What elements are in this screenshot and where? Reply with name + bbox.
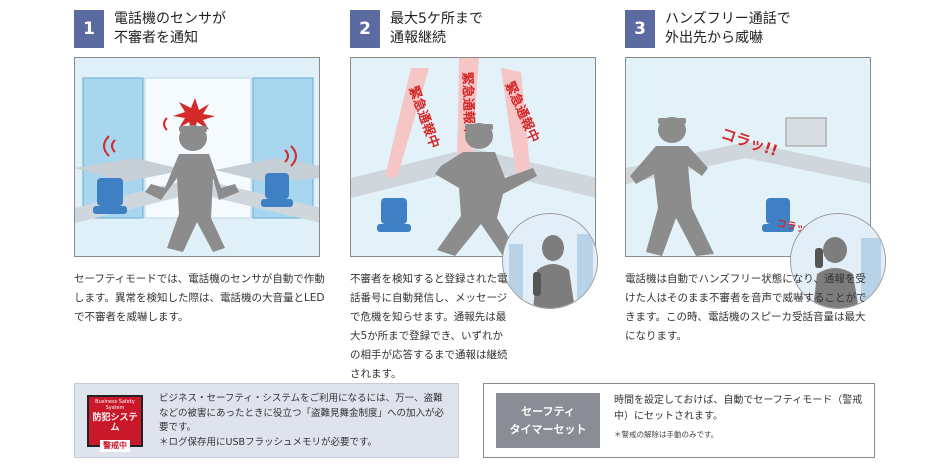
security-system-sticker: Business Safety System 防犯システム 警戒中: [87, 395, 143, 452]
step-1-description: セーフティモードでは、電話機のセンサが自動で作動します。異常を検知した際は、電話…: [74, 273, 325, 323]
office-intruder-scene: [75, 58, 319, 256]
step-3-description: 電話機は自動でハンズフリー状態になり、通報を受けた人はそのまま不審者を音声で威嚇…: [625, 273, 867, 342]
info-box: Business Safety System 防犯システム 警戒中 ビジネス・セ…: [74, 383, 459, 458]
safety-timer-set-button[interactable]: セーフティ タイマーセット: [496, 393, 600, 448]
step-2-description: 不審者を検知すると登録された電話番号に自動発信し、メッセージで危機を知らせます。…: [350, 273, 508, 380]
caller-phone-inset: [502, 213, 598, 309]
timer-text: 時間を設定しておけば、自動でセーフティモード（警戒中）にセットされます。: [614, 395, 863, 422]
timer-button-line1: セーフティ: [521, 404, 575, 418]
timer-description: 時間を設定しておけば、自動でセーフティモード（警戒中）にセットされます。 ＊警戒…: [614, 393, 864, 443]
step-3-heading: ハンズフリー通話で 外出先から威嚇: [665, 11, 791, 46]
timer-button-line2: タイマーセット: [509, 422, 587, 436]
businessman-phone-icon: [503, 214, 597, 308]
step-3-number: 3: [625, 10, 655, 48]
office-alert-scene: 緊急通報中 緊急通報中 緊急通報中: [351, 58, 595, 256]
sticker-status: 警戒中: [100, 440, 130, 452]
step-1: 1 電話機のセンサが 不審者を通知: [74, 0, 334, 323]
alert-label-center: 緊急通報中: [459, 72, 477, 138]
info-text: ビジネス・セーフティ・システムをご利用になるには、万一、盗難などの被害にあったと…: [159, 393, 445, 448]
responder-phone-icon: [791, 214, 885, 308]
step-1-header: 1 電話機のセンサが 不審者を通知: [74, 0, 334, 52]
step-2-illustration: 緊急通報中 緊急通報中 緊急通報中: [350, 57, 596, 257]
step-3-header: 3 ハンズフリー通話で 外出先から威嚇: [625, 0, 885, 52]
timer-box: セーフティ タイマーセット 時間を設定しておけば、自動でセーフティモード（警戒中…: [483, 383, 875, 458]
step-2-heading: 最大5ケ所まで 通報継続: [390, 11, 483, 46]
sticker-brand: Business Safety System: [95, 399, 135, 411]
step-1-number: 1: [74, 10, 104, 48]
step-2-number: 2: [350, 10, 380, 48]
timer-note: ＊警戒の解除は手動のみです。: [614, 430, 719, 439]
step-1-illustration: [74, 57, 320, 257]
step-2-header: 2 最大5ケ所まで 通報継続: [350, 0, 610, 52]
responder-phone-inset: [790, 213, 886, 309]
sticker-title: 防犯システム: [92, 413, 138, 433]
step-3: 3 ハンズフリー通話で 外出先から威嚇 コラッ!! コラッ!!: [625, 0, 886, 342]
step-1-heading: 電話機のセンサが 不審者を通知: [114, 11, 226, 46]
step-2: 2 最大5ケ所まで 通報継続 緊急通報中 緊急通報中 緊急通報中: [350, 0, 610, 380]
